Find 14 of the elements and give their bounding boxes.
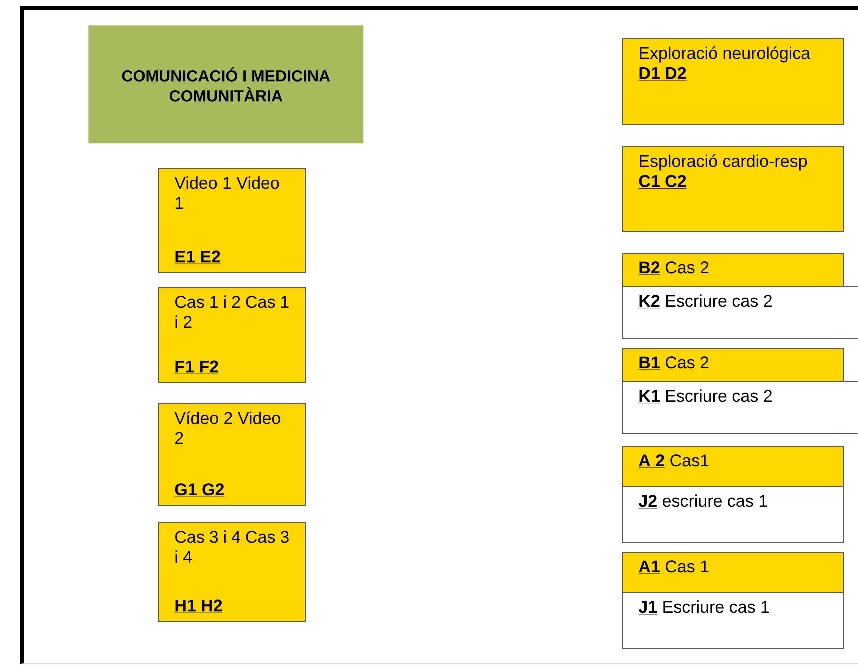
- title-box: COMUNICACIÓ I MEDICINA COMUNITÀRIA: [88, 26, 364, 144]
- session-box: B2 Cas 2: [622, 253, 844, 288]
- session-box: A 2 Cas1: [622, 446, 844, 488]
- session-box: B1 Cas 2: [622, 348, 844, 382]
- session-box: Cas 1 i 2 Cas 1 i 2 F1 F2: [158, 287, 306, 384]
- session-box: Vídeo 2 Video 2 G1 G2: [158, 403, 306, 506]
- session-box: A1 Cas 1: [622, 552, 844, 594]
- task-box: J2 escriure cas 1: [622, 486, 844, 544]
- task-box: K1 Escriure cas 2: [622, 381, 858, 434]
- session-box: Esploració cardio-resp C1 C2: [622, 146, 844, 232]
- task-box: K2 Escriure cas 2: [622, 286, 858, 340]
- session-box: Cas 3 i 4 Cas 3 i 4 H1 H2: [158, 522, 306, 622]
- task-box: J1 Escriure cas 1: [622, 592, 844, 650]
- session-box: Exploració neurológica D1 D2: [622, 38, 844, 126]
